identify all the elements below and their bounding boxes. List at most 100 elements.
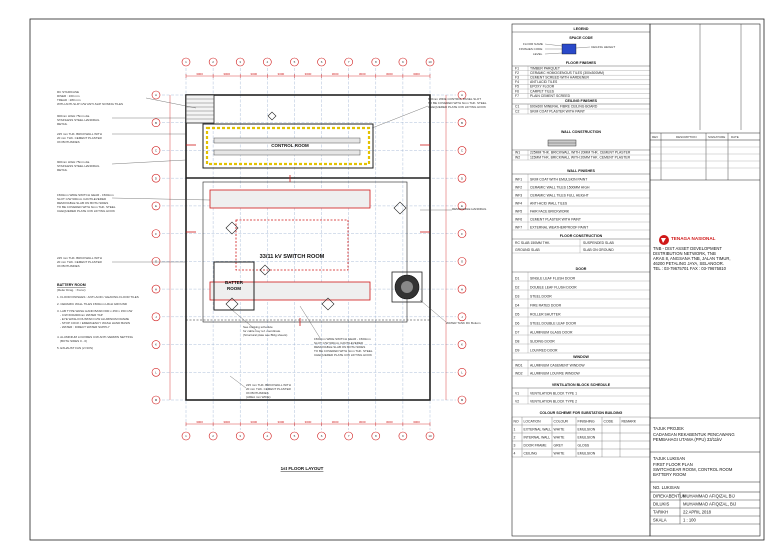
grid-bubble-6-bottom: 6: [317, 431, 326, 441]
dimension-label: 3000: [305, 420, 312, 424]
svg-text:1500mm WIDE SWITCH GEAR - 1500: 1500mm WIDE SWITCH GEAR - 1500mm: [57, 193, 114, 197]
grid-label: 4: [266, 60, 268, 64]
dimension-label: 3000: [223, 72, 230, 76]
grid-label: 5: [294, 434, 296, 438]
svg-text:RC STAIRCASE: RC STAIRCASE: [57, 90, 79, 94]
svg-text:5. EXHAUST FAN (2 NOS): 5. EXHAUST FAN (2 NOS): [57, 346, 93, 350]
grid-label: 8: [375, 434, 377, 438]
legend-description: ALUMINIUM LOUVRE WINDOW: [530, 372, 581, 376]
legend-description: LOUVRED DOOR: [530, 349, 558, 353]
legend-code: WF6: [515, 218, 522, 222]
legend-code: WD1: [515, 364, 523, 368]
title-block-value: 22 APRIL 2018: [683, 510, 712, 515]
legend-description: FAIR FACE BRICKWORK: [530, 210, 570, 214]
svg-text:SPACE CODE: SPACE CODE: [569, 36, 593, 40]
legend-description: SINGLE LEAF FLUSH DOOR: [530, 277, 576, 281]
svg-text:FINISHES CODE: FINISHES CODE: [519, 47, 542, 51]
grid-bubble-D-left: D: [151, 173, 161, 183]
grid-label: 1: [185, 434, 187, 438]
sheet-outer-frame: [29, 18, 765, 541]
svg-text:WITH ANTI-SLIP C/W ANTI-SLIP N: WITH ANTI-SLIP C/W ANTI-SLIP NOSING TILE…: [57, 102, 123, 106]
dimension-label: 3000: [196, 420, 203, 424]
grid-bubble-A-right: A: [457, 90, 467, 100]
svg-text:FLOOR NAME: FLOOR NAME: [523, 42, 543, 46]
grid-bubble-7-top: 7: [344, 57, 353, 67]
grid-label: J: [155, 315, 157, 319]
svg-text:LEVEL: LEVEL: [533, 52, 543, 56]
svg-text:20 mm THK. CEMENT PLASTER: 20 mm THK. CEMENT PLASTER: [57, 260, 103, 264]
dimension-label: 3000: [305, 72, 312, 76]
space-code-symbols: [225, 111, 407, 311]
grid-bubble-1-bottom: 1: [181, 431, 191, 441]
svg-text:See trunking schedule: See trunking schedule: [243, 325, 273, 329]
svg-text:COLOUR SCHEME FOR SUBSTATION B: COLOUR SCHEME FOR SUBSTATION BUILDING: [540, 411, 623, 415]
title-block-label: TARIKH: [653, 510, 668, 515]
svg-text:REMOVABLE SLAB ON BOTH SIDES: REMOVABLE SLAB ON BOTH SIDES: [57, 201, 108, 205]
legend-code: F7: [515, 94, 519, 98]
svg-text:SLOT C/W 900mm CANTILEVERED: SLOT C/W 900mm CANTILEVERED: [57, 197, 107, 201]
grid-label: 10: [428, 60, 432, 64]
legend-description: VENTILATION BLOCK TYPE 1: [530, 392, 577, 396]
svg-text:RETAIL: RETAIL: [57, 168, 68, 172]
legend-code: D8: [515, 340, 519, 344]
svg-text:RISER : 160 mm: RISER : 160 mm: [57, 94, 80, 98]
grid-bubble-B-right: B: [457, 118, 467, 128]
dimension-label: 3000: [250, 420, 257, 424]
grid-label: 9: [402, 434, 404, 438]
grid-bubble-5-bottom: 5: [290, 431, 299, 441]
legend-description: 115MM THK. BRICKWALL WITH 20MM THK. CEME…: [530, 156, 631, 160]
colour-cell: EXTERNAL WALL: [524, 428, 552, 432]
svg-text:CEILING FINISHES: CEILING FINISHES: [565, 99, 598, 103]
grid-label: L: [461, 370, 463, 374]
grid-bubble-6-top: 6: [317, 57, 326, 67]
grid-label: E: [155, 204, 157, 208]
svg-text:2. CERAMIC WALL TILES 1500mm H: 2. CERAMIC WALL TILES 1500mm HIGH GROUND: [57, 302, 128, 306]
dimension-label: 3000: [413, 420, 420, 424]
svg-text:CHEQUERED PLATE C/W LIFTING HO: CHEQUERED PLATE C/W LIFTING HOOK: [314, 353, 372, 357]
svg-text:REMOVABLE SLAB ON BOTH SIDES: REMOVABLE SLAB ON BOTH SIDES: [314, 345, 365, 349]
svg-text:WATER TANK RC Bottom: WATER TANK RC Bottom: [446, 321, 481, 325]
grid-bubble-D-right: D: [457, 173, 467, 183]
battery-room-tag-l2: ROOM: [227, 286, 241, 291]
legend-description: CERAMIC HOMOGENOUS TILES (300x300MM): [530, 71, 604, 75]
svg-text:ARAS 8, ANGSANA TNB, JALAN TIM: ARAS 8, ANGSANA TNB, JALAN TIMUR,: [653, 256, 731, 261]
legend-panel: LEGEND SPACE CODE FLOOR NAME FINISHES CO…: [511, 23, 651, 537]
legend-code: D6: [515, 322, 519, 326]
grid-label: 6: [321, 60, 323, 64]
title-block-label: DIREKABENTUK: [653, 494, 686, 499]
grid-label: 9: [402, 60, 404, 64]
legend-code: D5: [515, 313, 519, 317]
legend-description: STEEL DOOR: [530, 295, 552, 299]
svg-text:DATE: DATE: [731, 135, 739, 139]
legend-code: F5: [515, 85, 519, 89]
svg-text:- EYE WASH FOUNTAIN C/W ALUMIN: - EYE WASH FOUNTAIN C/W ALUMINIUM FRAME: [60, 317, 129, 321]
colour-header: LOCATION: [524, 420, 542, 424]
control-room: [202, 123, 374, 169]
grid-label: 7: [348, 60, 350, 64]
grid-label: 1: [185, 60, 187, 64]
title-block-value: 1 : 100: [683, 518, 696, 523]
legend-description: DOUBLE LEAF FLUSH DOOR: [530, 286, 577, 290]
svg-text:(BOTH SIDES 0 - 0): (BOTH SIDES 0 - 0): [60, 339, 87, 343]
svg-text:1. FLOOR FINISHES : ANTI-ACID: 1. FLOOR FINISHES : ANTI-ACID / HEAVING …: [57, 295, 139, 299]
svg-text:TREAD : 280 mm: TREAD : 280 mm: [57, 98, 81, 102]
title-block-label: SKALA: [653, 518, 667, 523]
legend-description: CEMENT SCREED WITH HARDENER: [530, 76, 589, 80]
svg-text:REV: REV: [652, 135, 658, 139]
grid-bubble-M-left: M: [151, 395, 161, 405]
svg-text:225 mm THK. BRICKWALL WITH: 225 mm THK. BRICKWALL WITH: [57, 256, 102, 260]
grid-label: 2: [212, 60, 214, 64]
grid-label: C: [461, 149, 464, 153]
